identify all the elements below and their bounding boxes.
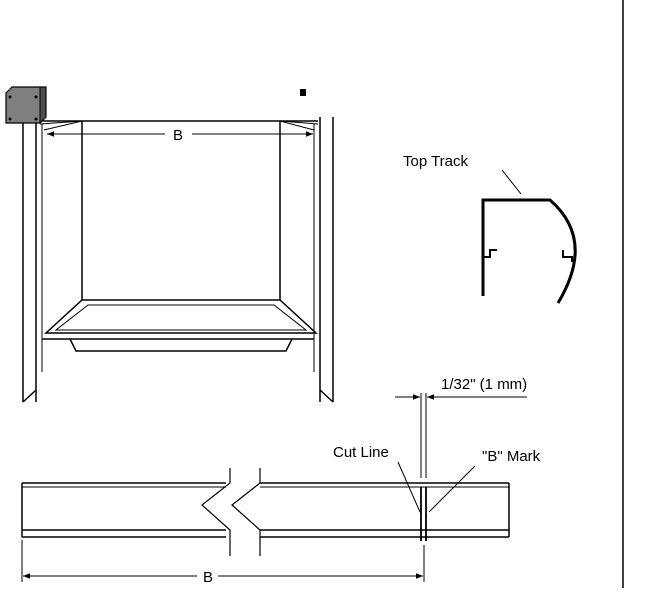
break-mark [201,468,261,556]
cut-marks [420,487,427,541]
wall-bracket-icon [5,86,47,125]
left-wall [22,117,37,403]
gap-label: 1/32" (1 mm) [441,376,527,393]
shower-enclosure [22,117,334,403]
cut-line-label: Cut Line [333,444,389,461]
top-track-label: Top Track [403,153,469,170]
wall-mount-screw [300,89,306,96]
cut-line-leader [397,461,421,513]
dimension-b-bottom-label: B [203,569,213,586]
b-mark-label: "B" Mark [482,448,541,465]
dimension-b-bottom: B [21,540,425,586]
top-track-profile [481,198,577,304]
right-wall [319,117,334,403]
top-track-leader [501,169,522,195]
tub-apron [69,338,293,352]
dimension-b-top-label: B [173,127,183,144]
tub-basin [44,299,318,334]
dimension-b-top: B [47,127,313,144]
track-strip [21,482,510,538]
b-mark-leader [428,465,476,513]
